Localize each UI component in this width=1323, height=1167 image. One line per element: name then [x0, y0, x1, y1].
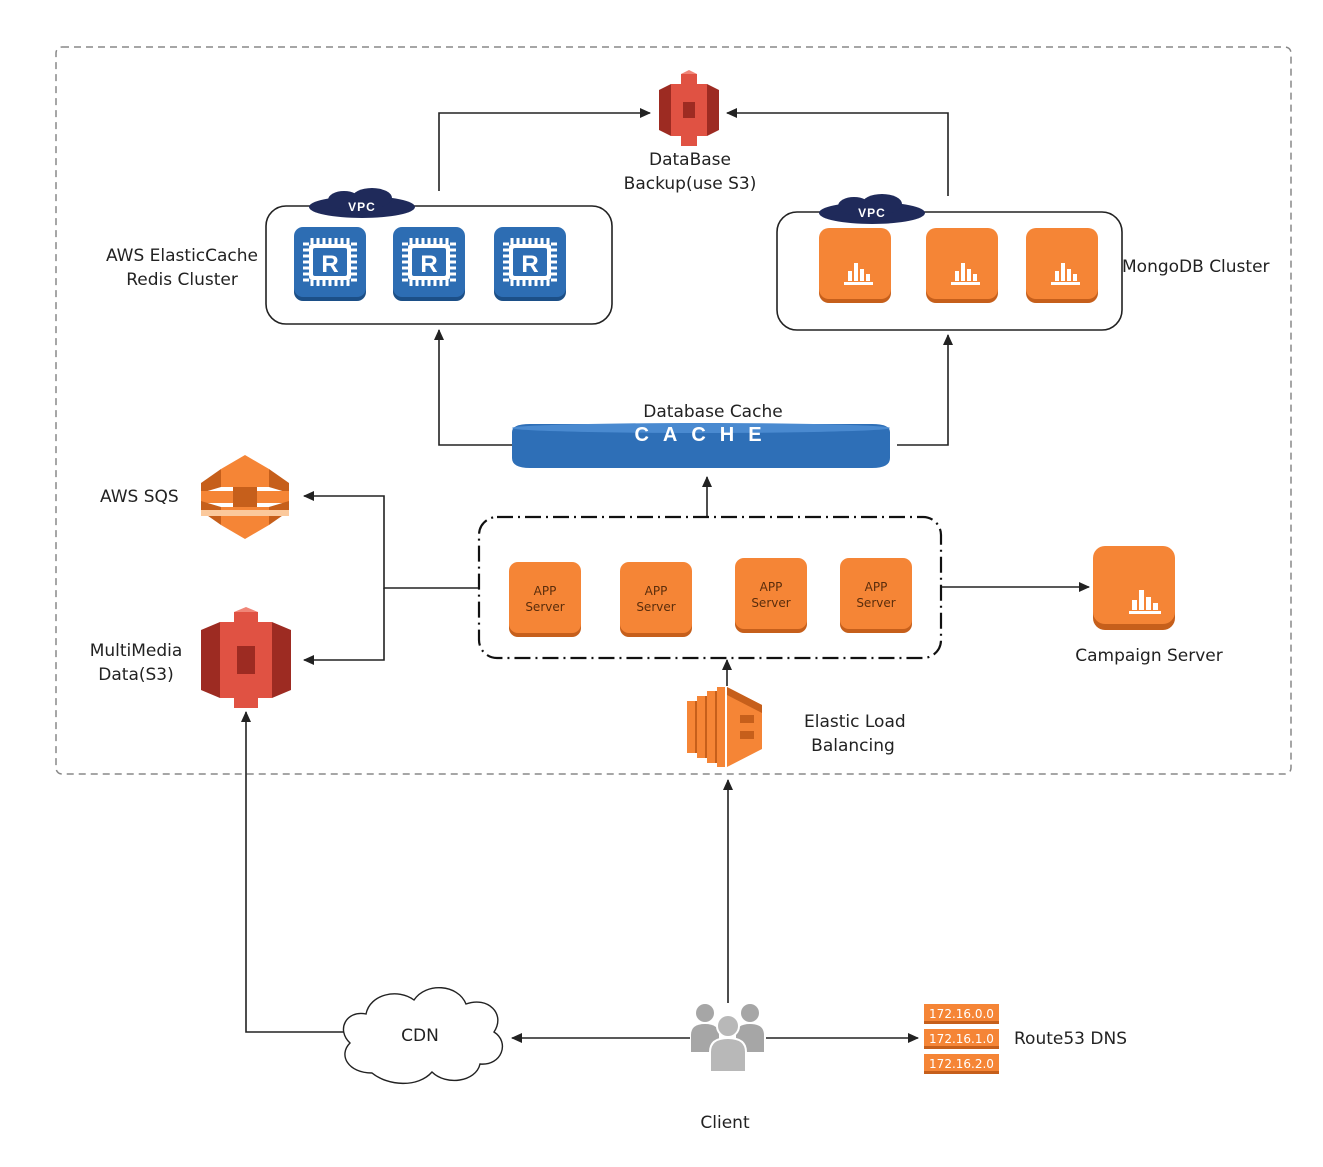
dns-ip-label: 172.16.2.0 — [929, 1057, 994, 1071]
cdn-label: CDN — [401, 1026, 439, 1046]
ec2-instance-icon — [926, 228, 998, 303]
redis-node-letter: R — [321, 251, 338, 278]
vpc-label: VPC — [348, 200, 376, 214]
ec2-instance-icon — [819, 228, 891, 303]
cache-word: CACHE — [634, 424, 775, 446]
dns-record-icon: 172.16.0.0 172.16.1.0 172.16.2.0 — [924, 1004, 999, 1074]
elb-label-line2: Balancing — [811, 736, 895, 756]
app-server-label: Server — [856, 596, 895, 610]
vpc-cloud-icon: VPC — [819, 194, 925, 224]
dns-record: 172.16.2.0 — [924, 1054, 999, 1074]
app-server-box: APP Server — [840, 558, 912, 633]
route53-label: Route53 DNS — [1014, 1029, 1127, 1049]
app-servers: APP Server APP Server APP Server APP Server — [509, 558, 912, 637]
elb-node: Elastic Load Balancing — [687, 687, 906, 767]
load-balancer-icon — [687, 687, 762, 767]
redis-label-line2: Redis Cluster — [126, 270, 238, 290]
elb-label-line1: Elastic Load — [804, 712, 906, 732]
app-server-group: APP Server APP Server APP Server APP Server — [477, 515, 943, 660]
app-server-label: APP — [760, 580, 783, 594]
sqs-node: AWS SQS — [100, 455, 289, 539]
app-server-label: APP — [645, 584, 668, 598]
app-server-box: APP Server — [735, 558, 807, 633]
redis-cluster: VPC R R R AWS ElasticCache Redis Cluster — [106, 188, 613, 325]
multimedia-s3-node: MultiMedia Data(S3) — [90, 607, 291, 708]
mongodb-nodes — [819, 228, 1098, 303]
multimedia-label-line2: Data(S3) — [98, 665, 173, 685]
multimedia-label-line1: MultiMedia — [90, 641, 183, 661]
users-icon — [691, 1004, 764, 1073]
dns-ip-label: 172.16.1.0 — [929, 1032, 994, 1046]
aws-boundary — [55, 46, 1292, 775]
cache-title: Database Cache — [643, 402, 782, 422]
vpc-cloud-icon: VPC — [309, 188, 415, 218]
app-server-label: Server — [525, 600, 564, 614]
cache-icon: CACHE — [512, 423, 890, 468]
app-server-label: APP — [534, 584, 557, 598]
campaign-server-node: Campaign Server — [1075, 546, 1223, 666]
backup-label-line1: DataBase — [649, 150, 731, 170]
redis-node-icon: R — [494, 227, 566, 301]
cdn-node: CDN — [342, 986, 504, 1084]
mongodb-cluster: VPC MongoDB Cluster — [776, 194, 1270, 331]
dns-ip-label: 172.16.0.0 — [929, 1007, 994, 1021]
app-server-box: APP Server — [509, 562, 581, 637]
app-server-label: Server — [751, 596, 790, 610]
vpc-label: VPC — [858, 206, 886, 220]
app-server-label: APP — [865, 580, 888, 594]
cloud-icon — [342, 986, 504, 1084]
backup-label-line2: Backup(use S3) — [624, 174, 757, 194]
route53-node: 172.16.0.0 172.16.1.0 172.16.2.0 Route53 D… — [924, 1004, 1127, 1074]
dns-record: 172.16.0.0 — [924, 1004, 999, 1024]
redis-label-line1: AWS ElasticCache — [106, 246, 258, 266]
app-server-label: Server — [636, 600, 675, 614]
database-cache: Database Cache CACHE — [512, 402, 890, 468]
mongodb-label: MongoDB Cluster — [1122, 257, 1270, 277]
redis-node-icon: R — [393, 227, 465, 301]
app-group-box — [477, 515, 943, 660]
connectors — [241, 108, 1090, 1043]
client-label: Client — [700, 1113, 750, 1133]
sqs-queue-icon — [201, 455, 289, 539]
s3-bucket-icon — [659, 70, 719, 146]
redis-node-letter: R — [420, 251, 437, 278]
backup-s3-node: DataBase Backup(use S3) — [624, 70, 757, 194]
app-server-box: APP Server — [620, 562, 692, 637]
s3-bucket-icon — [201, 607, 291, 708]
campaign-label: Campaign Server — [1075, 646, 1223, 666]
dns-record: 172.16.1.0 — [924, 1029, 999, 1049]
ec2-instance-icon — [1026, 228, 1098, 303]
client-node: Client — [691, 1004, 764, 1133]
redis-node-letter: R — [521, 251, 538, 278]
sqs-label: AWS SQS — [100, 487, 179, 507]
redis-node-icon: R — [294, 227, 366, 301]
ec2-instance-icon — [1093, 546, 1175, 630]
